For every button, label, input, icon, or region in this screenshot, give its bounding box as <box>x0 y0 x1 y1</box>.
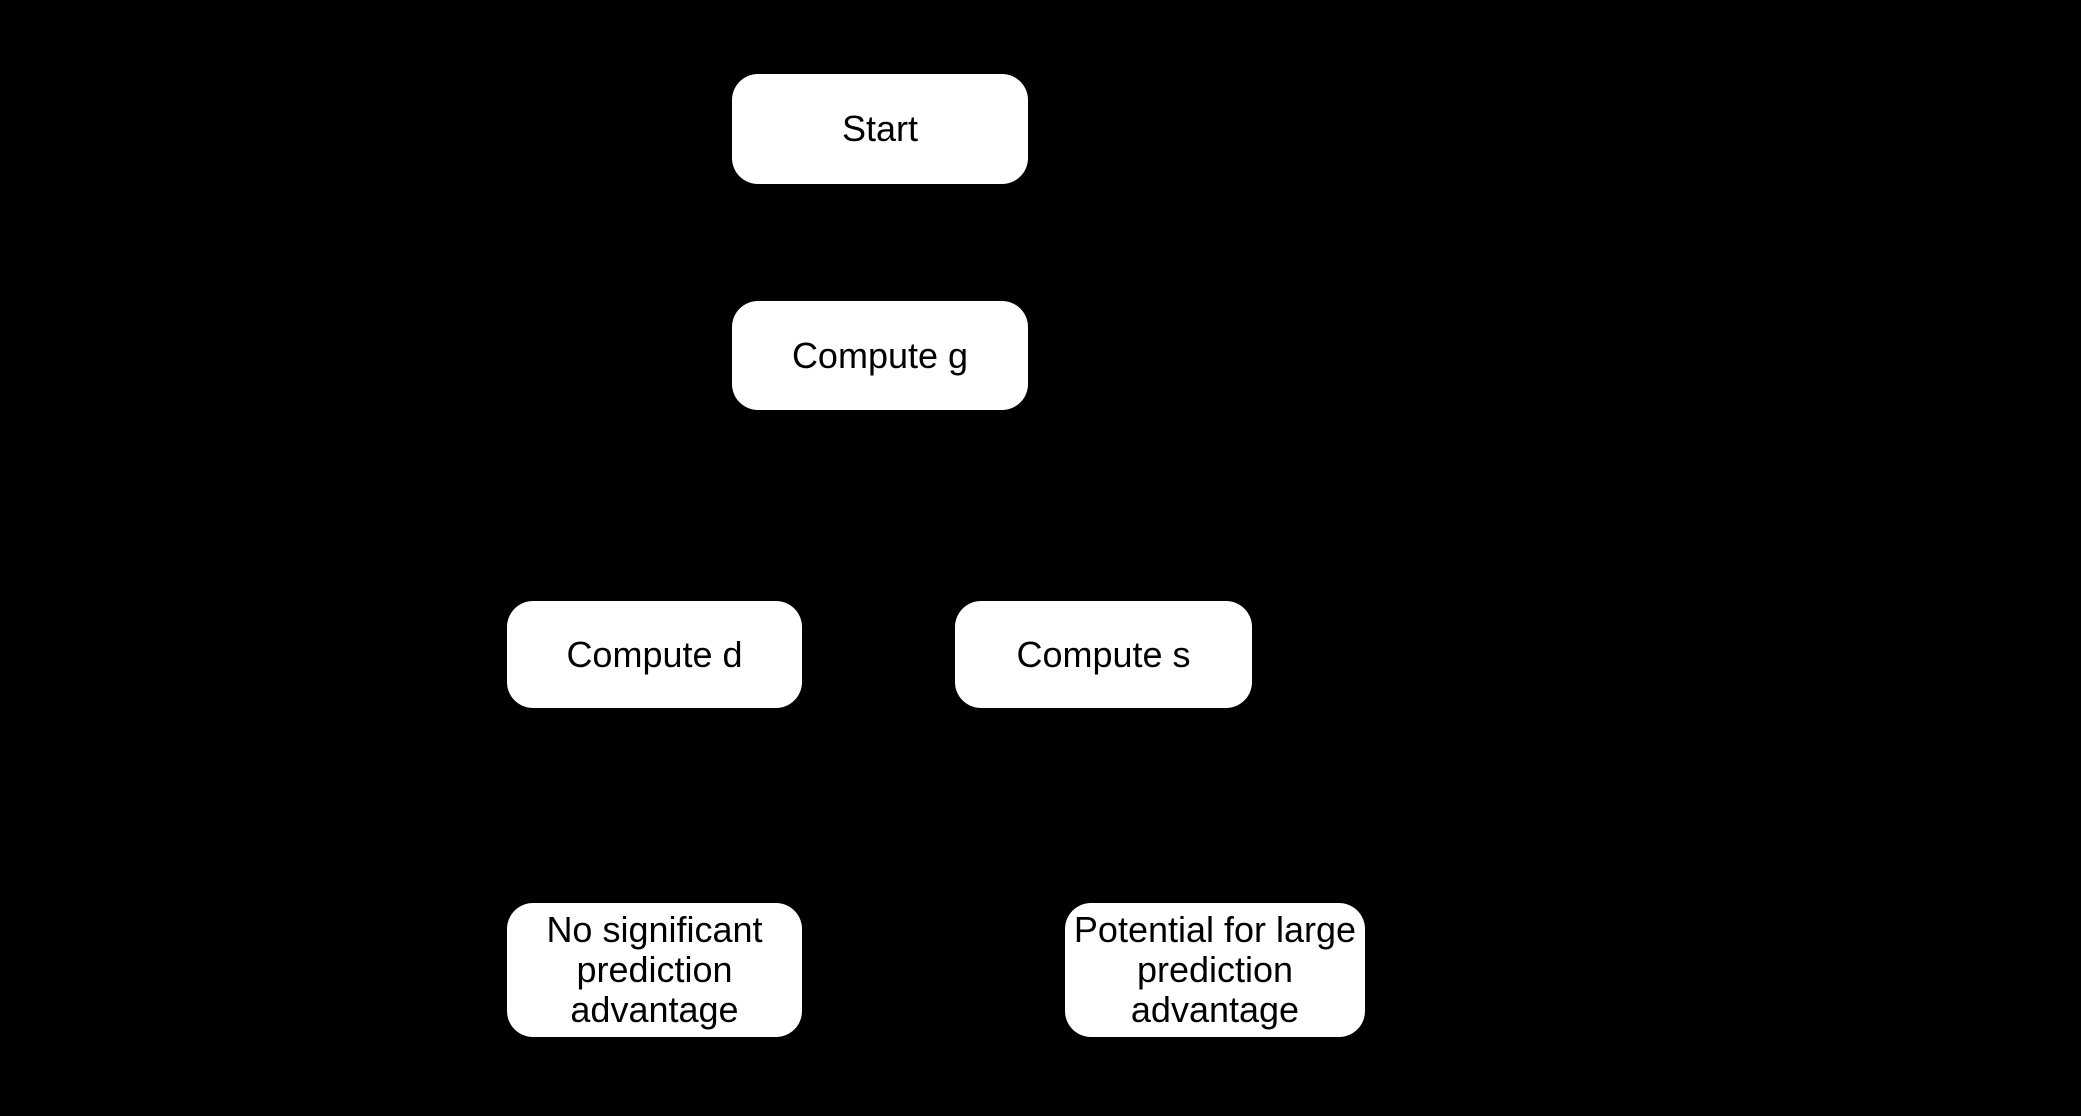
flowchart-node-start: Start <box>732 74 1028 184</box>
flowchart-node-compute-s: Compute s <box>955 601 1252 708</box>
node-label-large-advantage: Potential for large prediction advantage <box>1073 909 1357 1030</box>
node-label-no-advantage: No significant prediction advantage <box>546 909 763 1030</box>
node-label-compute-g: Compute g <box>791 334 969 376</box>
node-label-compute-s: Compute s <box>1016 633 1191 675</box>
node-label-start: Start <box>841 108 919 149</box>
flowchart-node-no-advantage: No significant prediction advantage <box>507 903 802 1037</box>
flowchart-node-compute-g: Compute g <box>732 301 1028 410</box>
flowchart-node-compute-d: Compute d <box>507 601 802 708</box>
node-label-compute-d: Compute d <box>566 633 743 675</box>
flowchart-node-large-advantage: Potential for large prediction advantage <box>1065 903 1365 1037</box>
